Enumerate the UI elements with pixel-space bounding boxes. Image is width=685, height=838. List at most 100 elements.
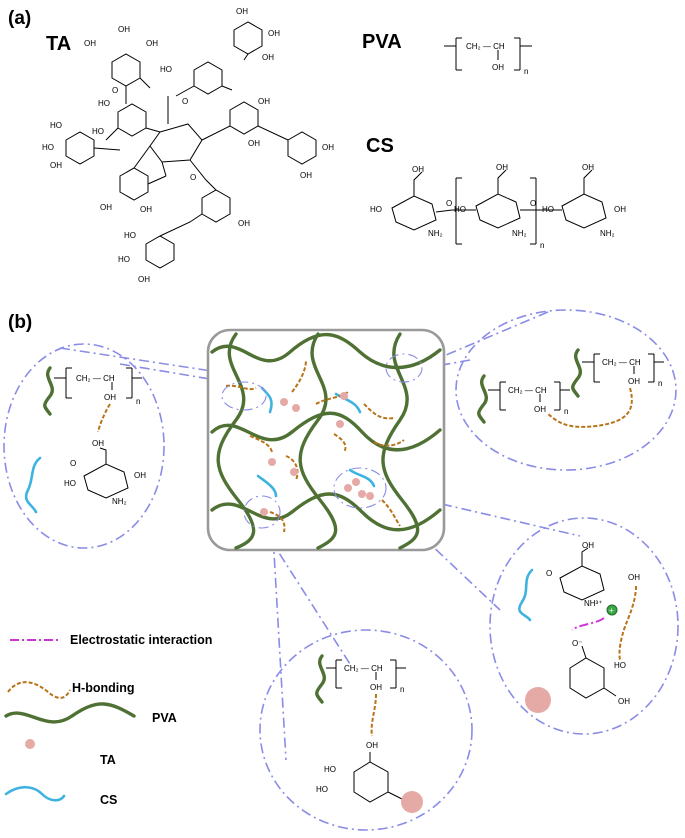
chem-label: OH [84, 39, 96, 48]
chemical-bond [582, 353, 664, 383]
chem-label: HO [316, 785, 328, 794]
hbond-line [381, 499, 401, 527]
chemical-bond [569, 645, 617, 699]
chem-label: HO [454, 205, 466, 214]
legend-hbond-label: H-bonding [72, 681, 134, 695]
chem-label: O [446, 199, 452, 208]
pva-chain [571, 348, 582, 398]
chem-label: OH [146, 39, 158, 48]
chem-label: OH [100, 203, 112, 212]
chem-label: OH [492, 63, 504, 72]
chem-label: OH [628, 573, 640, 582]
hbond-line [547, 387, 633, 428]
pva-title: PVA [362, 31, 402, 53]
ta-particle [358, 490, 366, 498]
cs-structure: CS OH OH OH HO HO HO OH O O NH₂ NH₂ NH₂ … [366, 135, 626, 250]
pva-chain [381, 332, 420, 550]
chem-label: NH₂ [112, 497, 127, 506]
chemical-bond [561, 169, 607, 229]
ta-glucose-ring [149, 123, 203, 163]
chemical-bond [287, 131, 317, 165]
chem-label: n [400, 685, 404, 694]
pva-chain [43, 366, 54, 416]
positive-charge [606, 604, 618, 616]
site-markers [221, 353, 423, 529]
cs-chain [518, 568, 534, 622]
chemical-bond [93, 53, 289, 237]
chemical-bond [559, 547, 605, 601]
chem-label: CH₂ — CH [466, 42, 505, 51]
chem-label: CH₂ — CH [508, 386, 547, 395]
site-marker [333, 467, 387, 509]
chem-label: HO [160, 65, 172, 74]
chem-label: OH [238, 219, 250, 228]
chem-label: NH₂ [600, 229, 615, 238]
chem-label: HO [98, 99, 110, 108]
chem-label: OH [370, 683, 382, 692]
chem-label: NH³⁺ [584, 599, 602, 608]
chem-label: OH [300, 171, 312, 180]
hbond-line [291, 359, 307, 393]
chemical-bond [444, 37, 532, 71]
chem-label: O [190, 173, 196, 182]
legend-ta-swatch [25, 739, 35, 749]
chem-label: OH [582, 163, 594, 172]
inset-bottom: CH₂ — CH OH n OH HO HO [259, 629, 473, 831]
chem-label: OH [138, 275, 150, 284]
chem-label: HO [64, 479, 76, 488]
ta-particle [340, 392, 348, 400]
chem-label: OH [92, 439, 104, 448]
chem-label: HO [50, 121, 62, 130]
chem-label: OH [258, 97, 270, 106]
chemical-bond [145, 235, 175, 269]
chem-label: n [658, 379, 662, 388]
pva-chain [216, 332, 256, 550]
chemical-bond [488, 381, 570, 411]
chemical-bond [117, 103, 147, 137]
chem-label: OH [614, 205, 626, 214]
site-marker [221, 381, 267, 411]
chem-label: HO [42, 143, 54, 152]
legend-electrostatic-label: Electrostatic interaction [70, 633, 212, 647]
ta-structure: TA OH OH OH HO OH OH OH HO HO OH O [42, 7, 334, 284]
chem-label: NH₂ [428, 229, 443, 238]
chem-label: O [530, 199, 536, 208]
ta-particles [260, 392, 374, 516]
ta-particle [292, 404, 300, 412]
chem-label: O [182, 97, 188, 106]
chem-label: CH₂ — CH [344, 664, 383, 673]
ta-particle [290, 468, 298, 476]
chem-label: OH [140, 205, 152, 214]
zoom-connector [271, 517, 287, 761]
network-frame [206, 328, 446, 552]
inset-right-ta-particle [525, 687, 551, 713]
chem-label: HO [614, 661, 626, 670]
hbond-line [333, 433, 347, 453]
panel-a-label: (a) [8, 8, 31, 29]
site-marker [385, 353, 423, 383]
pva-structure: PVA CH₂ — CH OH n [362, 31, 532, 76]
hbond-line [373, 439, 405, 447]
chem-label: HO [370, 205, 382, 214]
chem-label: O [70, 459, 76, 468]
site-marker [243, 495, 281, 529]
chem-label: OH [534, 405, 546, 414]
chemical-bond [455, 177, 537, 245]
ta-particle [352, 478, 360, 486]
hbond-line [97, 403, 111, 433]
chemical-bond [65, 131, 95, 165]
inset-bottom-ta-particle [401, 791, 423, 813]
inset-right: OH O OH NH³⁺ + O⁻ HO OH [489, 517, 679, 735]
electrostatic-line [571, 617, 605, 631]
cs-chain [256, 474, 278, 498]
cs-chain [24, 456, 42, 514]
ta-particle [280, 398, 288, 406]
chem-label: n [136, 397, 140, 406]
legend-ta-label: TA [100, 753, 116, 767]
cs-title: CS [366, 135, 394, 157]
chemical-bond [435, 209, 562, 213]
legend-cs-label: CS [100, 793, 117, 807]
chem-label: HO [124, 231, 136, 240]
chem-label: OH [412, 165, 424, 174]
hbond-line [285, 455, 299, 481]
